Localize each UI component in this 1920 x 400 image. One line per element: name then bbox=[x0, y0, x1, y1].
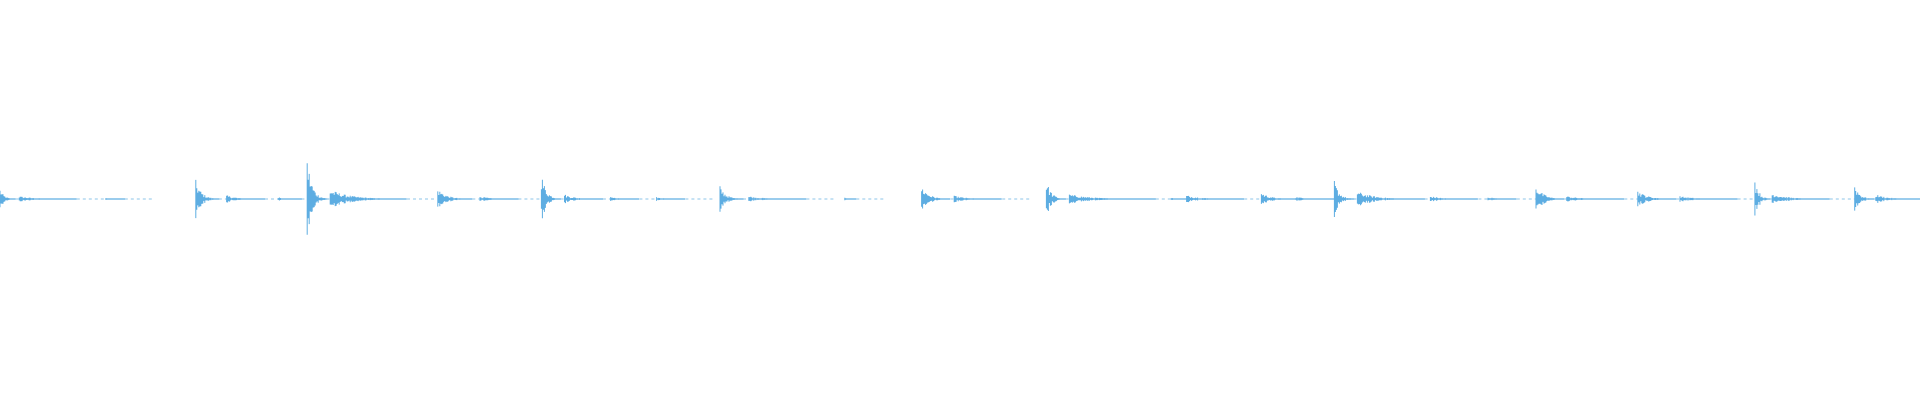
waveform-burst bbox=[1875, 195, 1920, 203]
waveform-burst-path bbox=[1260, 194, 1296, 204]
waveform-burst bbox=[1637, 191, 1677, 207]
waveform-burst bbox=[195, 179, 220, 219]
waveform-burst-path bbox=[1333, 181, 1354, 217]
waveform-burst bbox=[719, 186, 744, 212]
waveform-burst-path bbox=[1875, 195, 1920, 203]
waveform-burst bbox=[1679, 196, 1738, 202]
waveform-burst bbox=[226, 195, 266, 203]
waveform-burst-path bbox=[656, 197, 686, 201]
waveform-burst-path bbox=[1771, 195, 1830, 203]
waveform-burst bbox=[1487, 197, 1517, 201]
waveform-burst-path bbox=[1356, 192, 1425, 206]
waveform-burst bbox=[540, 179, 561, 219]
waveform-burst-path bbox=[18, 196, 77, 202]
waveform-burst-path bbox=[277, 197, 302, 201]
waveform-burst bbox=[748, 196, 807, 202]
waveform-burst-path bbox=[921, 189, 951, 209]
waveform-burst bbox=[105, 198, 126, 200]
waveform-burst bbox=[656, 197, 686, 201]
waveform-burst bbox=[0, 190, 16, 208]
waveform-burst-path bbox=[479, 197, 519, 201]
waveform-burst-path bbox=[1186, 195, 1245, 203]
waveform-burst-path bbox=[1295, 197, 1335, 201]
waveform-burst bbox=[1068, 194, 1156, 204]
waveform-burst-path bbox=[1754, 182, 1771, 216]
waveform-burst bbox=[1295, 197, 1335, 201]
waveform-burst bbox=[610, 197, 640, 201]
waveform-burst-path bbox=[1487, 197, 1517, 201]
waveform-burst-path bbox=[0, 190, 16, 208]
waveform-burst-path bbox=[1637, 191, 1677, 207]
waveform-burst-path bbox=[1679, 196, 1738, 202]
waveform-burst bbox=[1566, 196, 1625, 202]
waveform-burst-path bbox=[844, 197, 857, 201]
waveform-burst-path bbox=[437, 191, 473, 207]
waveform-burst bbox=[1333, 181, 1354, 217]
waveform-burst-path bbox=[105, 198, 126, 200]
waveform-burst bbox=[1754, 182, 1771, 216]
waveform-burst-path bbox=[953, 195, 1002, 203]
waveform-burst bbox=[306, 163, 327, 235]
waveform-burst-path bbox=[1566, 196, 1625, 202]
waveform-burst-path bbox=[748, 196, 807, 202]
waveform-burst-path bbox=[610, 197, 640, 201]
waveform-burst bbox=[1260, 194, 1296, 204]
waveform-burst-path bbox=[226, 195, 266, 203]
waveform-burst-path bbox=[1045, 187, 1066, 211]
waveform-burst-path bbox=[719, 186, 744, 212]
waveform-burst bbox=[437, 191, 473, 207]
waveform-burst-path bbox=[1429, 196, 1478, 202]
waveform-burst bbox=[18, 196, 77, 202]
waveform-burst-path bbox=[564, 194, 603, 204]
waveform-burst-path bbox=[329, 191, 407, 207]
waveform-burst bbox=[1854, 187, 1875, 211]
waveform-burst bbox=[1535, 189, 1565, 209]
waveform-burst bbox=[1186, 195, 1245, 203]
waveform-burst bbox=[329, 191, 407, 207]
waveform-burst-path bbox=[1535, 189, 1565, 209]
waveform-burst bbox=[1045, 187, 1066, 211]
waveform-burst-path bbox=[195, 179, 220, 219]
waveform-samples bbox=[0, 163, 1920, 235]
waveform-burst bbox=[844, 197, 857, 201]
waveform-burst bbox=[921, 189, 951, 209]
waveform-burst bbox=[277, 197, 302, 201]
waveform-burst bbox=[1356, 192, 1425, 206]
waveform-burst bbox=[1429, 196, 1478, 202]
waveform-burst-path bbox=[1068, 194, 1156, 204]
waveform-burst bbox=[1771, 195, 1830, 203]
waveform-burst-path bbox=[540, 179, 561, 219]
waveform-burst bbox=[953, 195, 1002, 203]
waveform-burst-path bbox=[306, 163, 327, 235]
waveform-burst-path bbox=[1854, 187, 1875, 211]
waveform-burst bbox=[564, 194, 603, 204]
waveform-burst bbox=[479, 197, 519, 201]
